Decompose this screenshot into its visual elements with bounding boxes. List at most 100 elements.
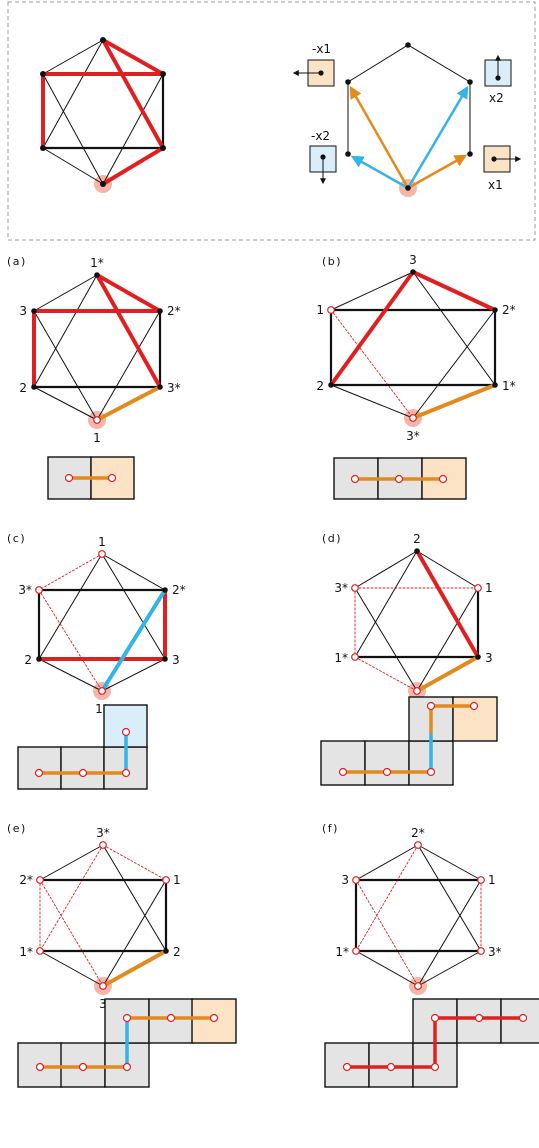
dashed-edge (102, 844, 167, 881)
vertex-filled (31, 384, 37, 390)
red-edge (95, 273, 162, 389)
vertex-label: 3 (341, 873, 349, 887)
vertex-dot (467, 151, 473, 157)
edge (42, 39, 104, 149)
lattice-node (78, 1062, 88, 1072)
lattice-cell (148, 998, 194, 1044)
vertex-label: 3 (172, 653, 180, 667)
arrow-orange-to-left-top (349, 85, 410, 189)
panel-label: (e) (7, 822, 27, 835)
vertex-dot (405, 185, 411, 191)
vertex-filled (163, 948, 169, 954)
vertex-dot (345, 151, 351, 157)
thin-edge (417, 879, 482, 987)
legend-border (7, 1, 536, 241)
dashed-edge (330, 309, 414, 419)
lattice-cell (17, 746, 62, 790)
lattice-node (342, 1062, 352, 1072)
thin-edge (355, 950, 419, 987)
thin-edge (330, 384, 414, 419)
vertex-label: 3 (485, 651, 493, 665)
thin-edge (354, 550, 418, 589)
vertex-dot (100, 37, 106, 43)
lattice-node (122, 1013, 132, 1023)
vertex-label: 2* (167, 304, 181, 318)
lattice-cell (60, 746, 105, 790)
vertex-open (36, 947, 44, 955)
thin-edge (412, 309, 496, 419)
vertex-dot (160, 71, 166, 77)
vertex-filled (492, 307, 498, 313)
lattice-node (35, 1062, 45, 1072)
dashed-edge (355, 844, 419, 952)
lattice-cell (364, 740, 410, 786)
dashed-edge (354, 656, 418, 692)
vertex-label: 2* (172, 583, 186, 597)
edge (42, 147, 104, 185)
vertex-label: 3* (406, 429, 420, 443)
panel-d: (d)2132*1*3* (320, 532, 498, 786)
neg-x1-label: -x1 (312, 42, 331, 56)
vertex-dot (345, 79, 351, 85)
vertex-label: 3 (99, 997, 107, 1011)
panel-b: (b)32*1*3*21 (316, 253, 516, 500)
arrow-orange-to-right-bottom (407, 154, 468, 190)
panel-label: (f) (322, 822, 339, 835)
vertex-open (414, 841, 422, 849)
vertex-label: 2* (411, 826, 425, 840)
arrow-blue-to-right-top (406, 85, 469, 189)
lattice-node (209, 1013, 219, 1023)
thin-edge (417, 844, 482, 881)
vertex-filled (157, 384, 163, 390)
vertex-dot (40, 145, 46, 151)
vertex-open (413, 687, 421, 695)
dashed-edge (39, 844, 104, 952)
vertex-label: 3 (19, 304, 27, 318)
vertex-label: 1 (488, 873, 496, 887)
legend-right-hexagon: -x1 x2 -x2 x1 (292, 42, 522, 197)
panels: (a)1*2*3*123(b)32*1*3*21(c)12*31*23*(d)2… (7, 253, 539, 1088)
vertex-filled (94, 272, 100, 278)
lattice-cell (191, 998, 237, 1044)
edge (42, 39, 104, 75)
vertex-label: 1* (334, 651, 348, 665)
vertex-open (98, 550, 106, 558)
vertex-open (162, 876, 170, 884)
vertex-open (352, 947, 360, 955)
hexagon-outline (347, 44, 471, 154)
lattice-node (382, 767, 392, 777)
red-edge (415, 549, 480, 659)
vertex-label: 1* (19, 945, 33, 959)
panel-label: (a) (7, 255, 27, 268)
vertex-dot (467, 79, 473, 85)
lattice-node (426, 701, 436, 711)
vertex-open (477, 947, 485, 955)
vertex-open (352, 876, 360, 884)
red-path (101, 39, 165, 186)
red-edge (329, 270, 415, 387)
dashed-edge (38, 589, 103, 692)
vertex-open (35, 586, 43, 594)
thin-edge (417, 844, 482, 952)
vertex-filled (31, 308, 37, 314)
lattice-node (430, 1062, 440, 1072)
thin-edge (39, 950, 104, 987)
lattice-strip (47, 456, 135, 500)
neg-x2-label: -x2 (311, 129, 330, 143)
vertex-open (409, 414, 417, 422)
vertex-filled (162, 656, 168, 662)
vertex-filled (162, 587, 168, 593)
lattice-node (122, 1062, 132, 1072)
thin-edge (38, 658, 103, 692)
thin-edge (38, 553, 103, 660)
vertex-label: 1* (502, 379, 516, 393)
dashed-edge (39, 879, 104, 987)
legend-left-hexagon (40, 37, 166, 193)
vertex-filled (475, 654, 481, 660)
lattice-strip (320, 696, 498, 786)
box-dot (495, 75, 501, 81)
vertex-dot (160, 145, 166, 151)
vertex-label: 3* (167, 381, 181, 395)
panel-label: (d) (322, 532, 342, 545)
